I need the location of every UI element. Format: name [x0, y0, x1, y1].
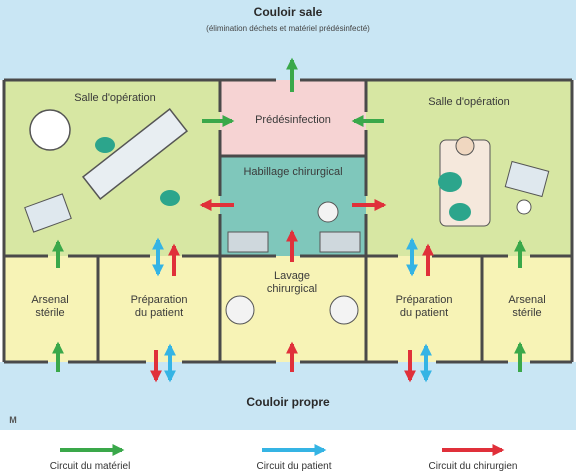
surgeon-arrows: [150, 199, 434, 383]
walls: [2, 78, 574, 364]
prep-right-label-1: Préparation: [395, 294, 453, 306]
patient-arrows: [152, 237, 432, 383]
arsenal-left-label-1: Arsenal: [31, 294, 69, 306]
surgical-washing-label-1: Lavage: [273, 270, 311, 282]
material-arrows: [52, 57, 526, 372]
prep-right-label-2: du patient: [399, 307, 449, 319]
sinks-and-staff: [225, 201, 361, 325]
surgical-dressing-label: Habillage chirurgical: [243, 166, 343, 178]
dirty-corridor-title: Couloir sale: [253, 5, 323, 19]
legend-material-label: Circuit du matériel: [49, 461, 131, 472]
operating-room-left-label: Salle d'opération: [74, 92, 156, 104]
predisinfection-room: [220, 80, 366, 156]
operating-room-right-label: Salle d'opération: [428, 96, 510, 108]
dirty-corridor-subtitle: (élimination déchets et matériel prédési…: [206, 24, 370, 33]
prep-left-label-1: Préparation: [130, 294, 188, 306]
publisher-logo: M: [9, 415, 17, 425]
arsenal-left-room: [4, 256, 98, 362]
operating-table-right: [438, 136, 550, 227]
arsenal-right-room: [482, 256, 572, 362]
clean-corridor-title: Couloir propre: [246, 395, 330, 409]
prep-left-label-2: du patient: [134, 307, 184, 319]
legend-patient-label: Circuit du patient: [256, 461, 332, 472]
arsenal-left-label-2: stérile: [35, 307, 65, 319]
predisinfection-label: Prédésinfection: [255, 114, 331, 126]
legend-surgeon-label: Circuit du chirurgien: [428, 461, 518, 472]
arsenal-right-label-1: Arsenal: [508, 294, 546, 306]
operating-table-left: [24, 108, 189, 233]
clean-corridor: [0, 362, 576, 430]
surgical-washing-label-2: chirurgical: [266, 283, 318, 295]
arsenal-right-label-2: stérile: [512, 307, 542, 319]
